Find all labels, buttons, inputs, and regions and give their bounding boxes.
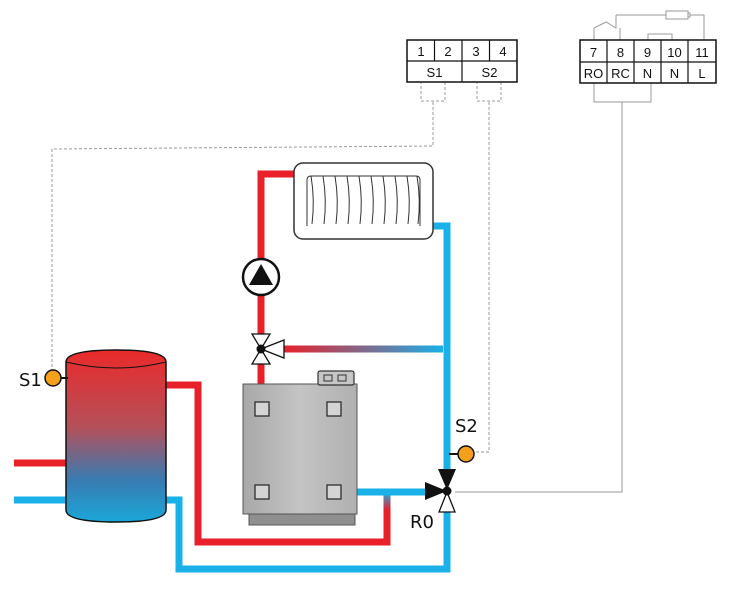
boiler-port [326,401,342,417]
cold-pipes [14,222,451,573]
s1-connector [420,80,446,102]
sensor-terminal-group: S1 [427,65,443,80]
s2-connector [476,80,502,102]
radiator-supply-pipe [257,170,295,258]
sensor-terminal-number: 4 [499,44,506,59]
sensor-terminal-number: 3 [472,44,479,59]
tank-hot-outlet-pipe [163,381,391,546]
relay-terminal-number: 9 [644,45,651,60]
sensor-terminal-block: 1 2 3 4 S1 S2 [406,39,518,83]
s1-sensor-cable [51,102,434,370]
relay-terminal-name: L [698,66,705,81]
circulation-pump-icon [241,257,281,297]
s1-label: S1 [19,370,42,391]
r0-label: R0 [410,512,434,533]
mixing-valve-icon [250,333,285,365]
s2-label: S2 [455,416,478,437]
sensor-terminal-group: S2 [482,65,498,80]
buffer-tank [65,349,167,523]
radiator [293,162,434,240]
boiler-port [254,484,270,500]
s1-sensor [44,369,68,387]
sensor-terminal-number: 1 [417,44,424,59]
radiator-return-pipe [430,222,451,470]
relay-terminal-number: 10 [667,45,681,60]
r0-return-pipe [163,496,451,573]
relay-terminal-name: N [670,66,679,81]
sensor-terminal-number: 2 [444,44,451,59]
relay-wire [455,10,705,493]
hot-pipes [14,170,391,546]
boiler [242,370,358,526]
relay-terminal-name: RC [611,66,630,81]
boiler-return-port [326,484,342,500]
boiler-flow-port [254,401,270,417]
fuse-icon [665,10,689,20]
relay-terminal-name: RO [584,66,604,81]
relay-terminal-number: 8 [617,45,624,60]
relay-terminal-name: N [643,66,652,81]
relay-terminal-number: 11 [695,45,709,60]
boiler-return-riser-pipe [383,492,391,510]
boiler-control-panel [317,370,355,386]
relay-terminal-number: 7 [590,45,597,60]
relay-terminal-block: 7 8 9 10 11 RO RC N N L [579,39,717,84]
mixing-bypass-pipe [283,345,443,353]
s2-sensor [449,445,475,463]
s2-sensor-cable [472,102,490,453]
r0-valve-icon [425,469,456,513]
